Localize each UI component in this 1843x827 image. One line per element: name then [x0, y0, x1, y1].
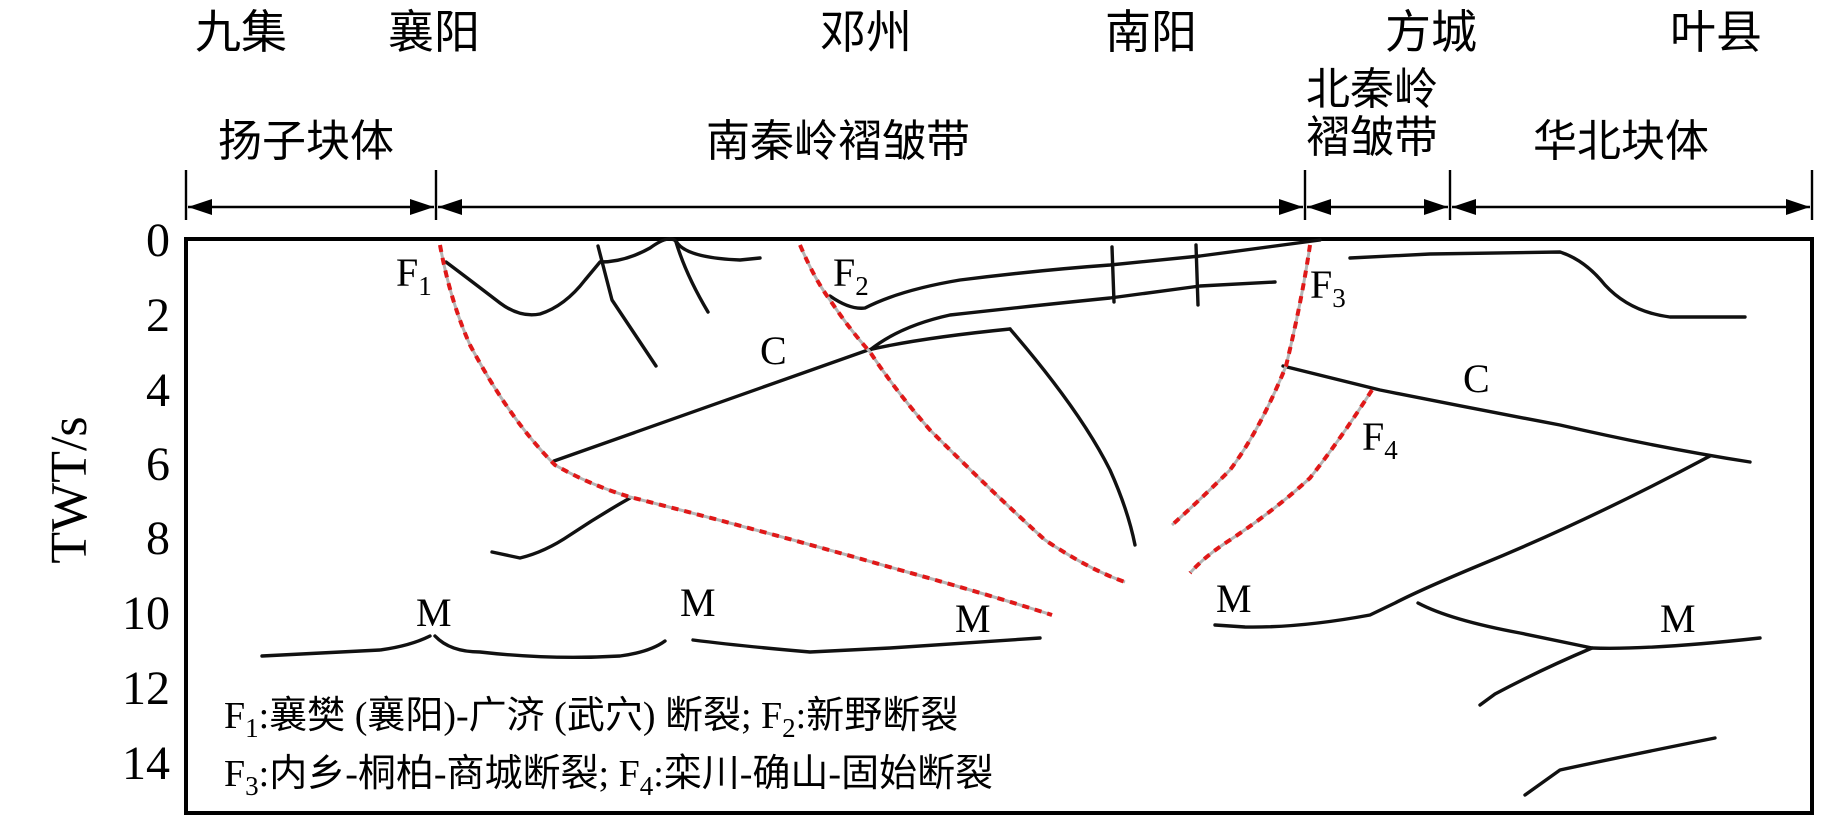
y-tick-6: 6 — [146, 438, 170, 491]
shallow-horizon-dengzhou-lower — [868, 280, 1277, 352]
marker-m-3: M — [955, 596, 991, 641]
marker-f4: F4 — [1362, 414, 1398, 465]
profile-frame — [184, 237, 1814, 815]
shallow-horizon-yangtze — [444, 237, 762, 317]
m-horizon-north-china — [1416, 601, 1762, 650]
small-fault-nanyang-2 — [1194, 243, 1200, 307]
deep-branch-2 — [1523, 736, 1717, 797]
place-xiangyang: 襄阳 — [388, 7, 480, 58]
unit-north-china-block: 华北块体 — [1533, 117, 1709, 166]
arrowhead-south-qinling-left — [438, 199, 462, 215]
marker-f2: F2 — [833, 250, 869, 301]
place-yexian: 叶县 — [1670, 7, 1762, 58]
fault-f1 — [438, 244, 1053, 617]
place-nanyang: 南阳 — [1105, 7, 1197, 58]
deep-branch-1 — [1478, 646, 1594, 707]
deep-fault-south-qinling — [1008, 327, 1137, 547]
horizon-lines — [260, 237, 1762, 797]
place-fangcheng: 方城 — [1385, 7, 1477, 58]
y-tick-14: 14 — [122, 737, 170, 790]
marker-m-1: M — [416, 590, 452, 635]
fault-f3 — [1170, 244, 1312, 527]
m-horizon-segment-1 — [260, 634, 432, 658]
marker-c-north: C — [1463, 356, 1490, 401]
marker-m-2: M — [680, 580, 716, 625]
unit-yangtze-block: 扬子块体 — [218, 117, 394, 166]
y-axis: TWT/s 0 2 4 6 8 10 12 14 — [41, 214, 170, 790]
deep-horizon-north-china-ramp — [1213, 454, 1712, 629]
m-horizon-segment-3 — [691, 636, 1042, 654]
small-fault-nanyang-1 — [1110, 245, 1116, 304]
y-tick-8: 8 — [146, 512, 170, 565]
y-tick-4: 4 — [146, 364, 170, 417]
marker-c-south: C — [760, 328, 787, 373]
place-dengzhou: 邓州 — [820, 7, 912, 58]
place-jiuji: 九集 — [195, 7, 287, 58]
y-axis-title: TWT/s — [41, 416, 98, 563]
y-tick-10: 10 — [122, 587, 170, 640]
unit-south-qinling-fold-belt: 南秦岭褶皱带 — [706, 117, 970, 166]
marker-f1: F1 — [396, 250, 432, 301]
arrowhead-north-china-left — [1452, 199, 1476, 215]
marker-m-5: M — [1660, 596, 1696, 641]
arrowhead-yangtze-left — [188, 199, 212, 215]
y-tick-12: 12 — [122, 662, 170, 715]
shallow-horizon-north-china — [1348, 250, 1747, 319]
y-tick-2: 2 — [146, 289, 170, 342]
fault-f4 — [1188, 388, 1374, 575]
marker-f3: F3 — [1310, 262, 1346, 313]
m-horizon-segment-2 — [433, 634, 667, 660]
c-reflector-north — [1281, 364, 1752, 464]
deep-horizon-left — [490, 496, 632, 560]
fault-f2 — [798, 244, 1126, 584]
arrowhead-north-qinling-right — [1424, 199, 1448, 215]
fault-f1-base — [438, 244, 1053, 617]
profile-markers: F1 F2 F3 F4 C C M M M M M — [396, 250, 1696, 641]
shallow-fault-stub-2 — [674, 240, 710, 314]
arrowhead-yangtze-right — [410, 199, 434, 215]
place-names: 九集 襄阳 邓州 南阳 方城 叶县 — [195, 7, 1762, 58]
unit-extent-arrows — [184, 170, 1814, 220]
unit-north-qinling-line2: 褶皱带 — [1306, 113, 1438, 162]
tectonic-units: 扬子块体 南秦岭褶皱带 北秦岭 褶皱带 华北块体 — [218, 65, 1709, 166]
arrowhead-north-china-right — [1786, 199, 1810, 215]
unit-north-qinling-line1: 北秦岭 — [1306, 65, 1438, 114]
fault-legend: F1:襄樊 (襄阳)-广济 (武穴) 断裂; F2:新野断裂 F3:内乡-桐柏-… — [224, 695, 993, 801]
arrowhead-north-qinling-left — [1307, 199, 1331, 215]
arrowhead-south-qinling-right — [1279, 199, 1303, 215]
fault-lines — [438, 244, 1374, 617]
marker-m-4: M — [1216, 576, 1252, 621]
c-reflector-south-qinling — [552, 327, 1012, 463]
legend-line-1: F1:襄樊 (襄阳)-广济 (武穴) 断裂; F2:新野断裂 — [224, 695, 958, 743]
shallow-horizon-dengzhou-upper — [828, 238, 1322, 310]
shallow-fault-stub-1 — [596, 244, 658, 368]
y-tick-0: 0 — [146, 214, 170, 267]
legend-line-2: F3:内乡-桐柏-商城断裂; F4:栾川-确山-固始断裂 — [224, 753, 993, 801]
